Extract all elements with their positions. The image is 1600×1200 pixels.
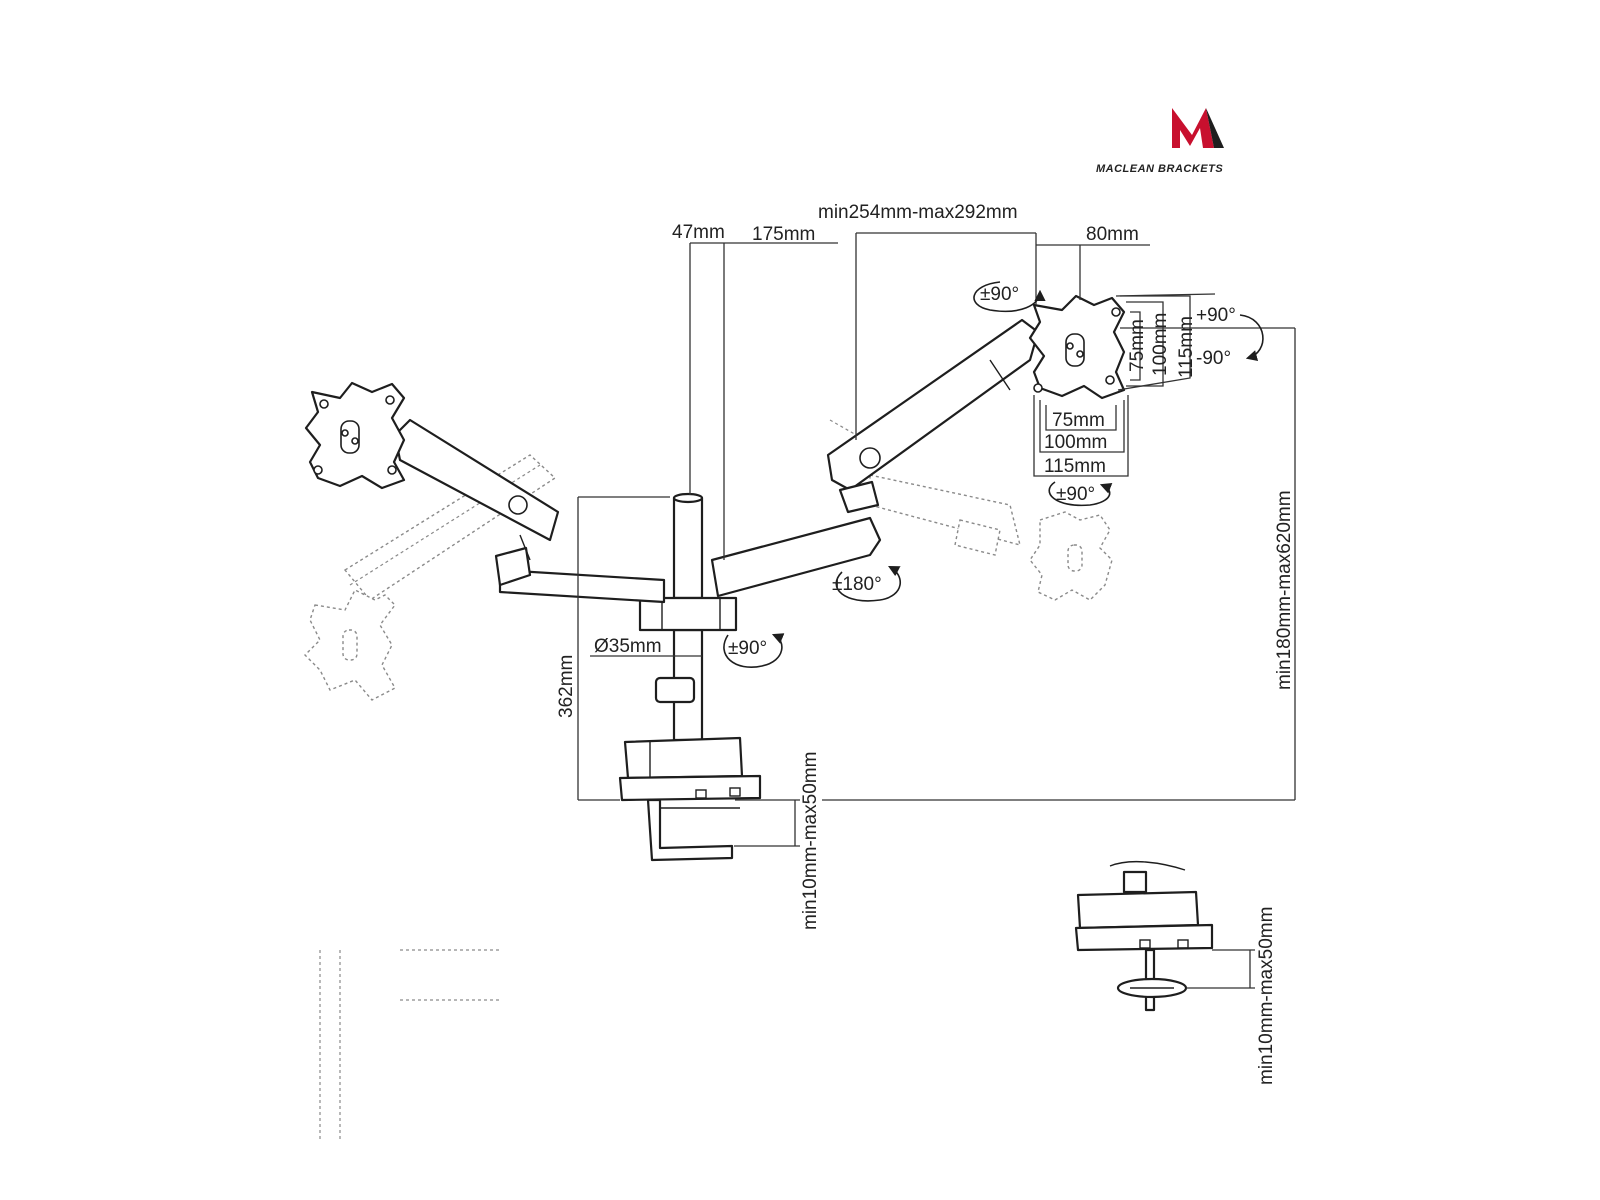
right-arm-lower [710,516,882,598]
base-swivel-label: ±90° [728,638,767,659]
tilt-up-label: +90° [1196,305,1236,326]
pole [672,496,704,600]
left-arm [304,381,666,604]
logo-mark [1172,108,1214,148]
vesa-h-115-label: 115mm [1044,456,1106,477]
rotation-arrow-arm [835,565,901,602]
mount-stand [618,492,762,862]
clamp-thickness-label: min10mm-max50mm [800,752,821,930]
brand-logo: MACLEAN BRACKETS [1096,108,1224,175]
logo-text: MACLEAN BRACKETS [1096,163,1223,175]
base-top [623,736,744,780]
vesa-v-115-label: 115mm [1176,316,1197,378]
pole-height-label: 362mm [556,655,577,718]
arm-extension-label: min254mm-max292mm [818,202,1018,223]
right-arm-upper [826,318,1040,492]
grommet-base-top [1076,890,1200,930]
grommet-thickness-label: min10mm-max50mm [1256,907,1277,1085]
right-arm [710,294,1126,598]
rotation-arrow-head-top [973,281,1046,313]
grommet-detail [1074,861,1214,1012]
height-range-label: min180mm-max620mm [1274,490,1295,690]
desk-clamp [646,798,734,862]
arm-segment-label: 175mm [752,224,815,245]
rotation-arrows [723,281,1264,668]
arm-hub [638,596,738,632]
base-plate [618,774,762,802]
rotation-arrow-tilt [1239,314,1264,362]
labels: min254mm-max292mm 47mm 175mm 80mm ±90° +… [556,202,1295,1085]
pole-offset-label: 47mm [672,222,725,243]
rotation-arrow-head-bottom [1048,481,1113,507]
vesa-v-75-label: 75mm [1127,319,1148,372]
vesa-v-100-label: 100mm [1150,313,1171,376]
pole-diameter-label: Ø35mm [594,636,662,657]
head-swivel-top-label: ±90° [980,284,1019,305]
tilt-down-label: -90° [1196,348,1231,369]
vesa-h-75-label: 75mm [1052,410,1105,431]
rotation-arrow-base [723,633,785,668]
head-offset-label: 80mm [1086,224,1139,245]
dimension-lines [577,232,1296,989]
logo-mark-dark [1206,108,1224,148]
head-swivel-bottom-label: ±90° [1056,484,1095,505]
vesa-h-100-label: 100mm [1044,432,1107,453]
arm-swivel-label: ±180° [832,574,882,595]
grommet-base-plate [1074,923,1214,952]
